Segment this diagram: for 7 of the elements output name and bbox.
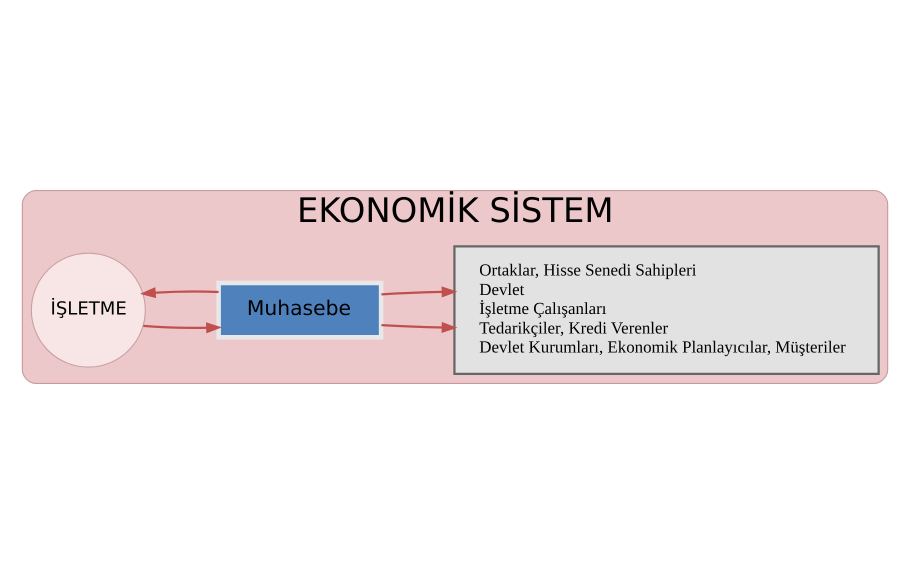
node-circle: İŞLETME [30,252,146,368]
node-box: Muhasebe [216,280,384,339]
node-box: Ortaklar, Hisse Senedi Sahipleri Devlet İşletme Çalışanları Tedarikçiler, Kredi Verenler Devlet Kurumları, Ekonomik Planlayıcılar, Müşteriler [453,244,880,374]
arrow [381,321,458,333]
arrow [381,286,458,297]
arrow [140,286,219,298]
arrow [143,322,222,333]
